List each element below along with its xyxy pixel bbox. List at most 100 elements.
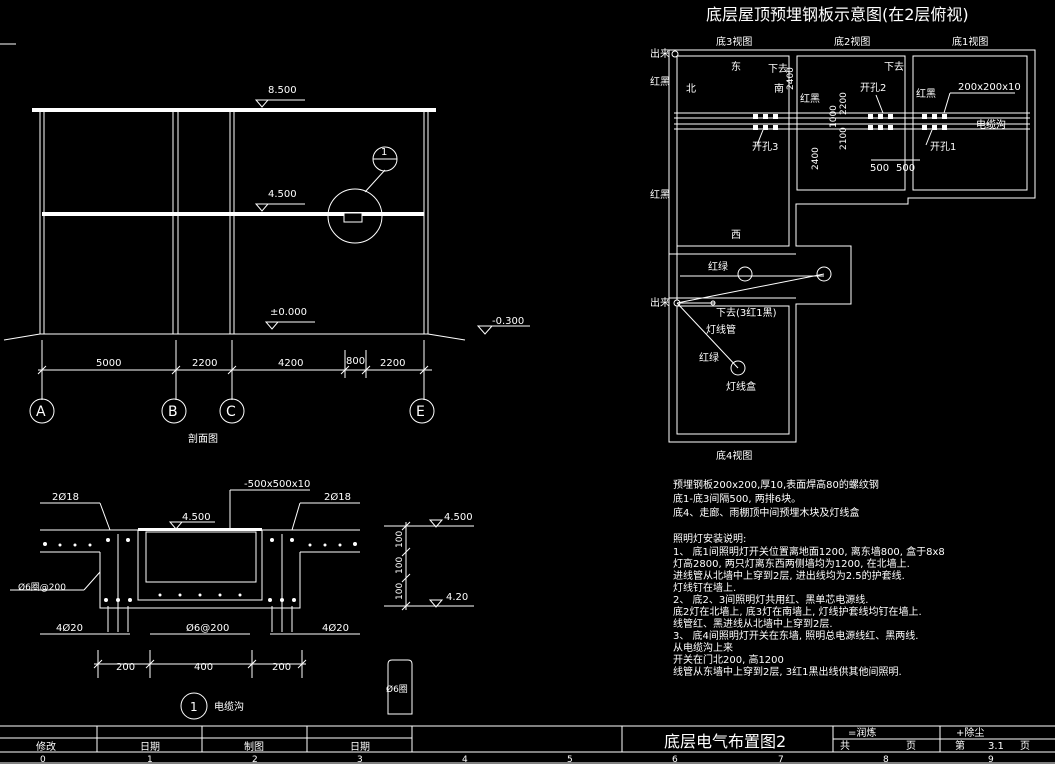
svg-text:底2视图: 底2视图 [834, 35, 870, 48]
svg-text:下去: 下去 [884, 61, 904, 73]
title-block: 修改 日期 制图 日期 底层电气布置图2 =润炼 +除尘 共 页 第 3.1 页… [0, 725, 1055, 764]
svg-text:1: 1 [190, 700, 198, 714]
svg-text:灯线管: 灯线管 [706, 323, 736, 336]
svg-text:下去: 下去 [768, 63, 788, 75]
svg-text:8.500: 8.500 [268, 85, 297, 96]
svg-text:线管红、黑进线从北墙中上穿到2层.: 线管红、黑进线从北墙中上穿到2层. [673, 617, 833, 630]
svg-text:线管从东墙中上穿到2层, 3红1黑出线供其他间照明.: 线管从东墙中上穿到2层, 3红1黑出线供其他间照明. [673, 665, 902, 678]
svg-text:从电缆沟上来: 从电缆沟上来 [673, 641, 733, 654]
svg-text:底4、走廊、雨棚顶中间预埋木块及灯线盒: 底4、走廊、雨棚顶中间预埋木块及灯线盒 [673, 506, 859, 519]
svg-text:红黑: 红黑 [650, 188, 670, 201]
svg-text:200: 200 [116, 662, 135, 673]
svg-text:灯线盒: 灯线盒 [726, 380, 756, 393]
svg-text:开孔2: 开孔2 [860, 82, 886, 94]
svg-text:2400: 2400 [811, 147, 821, 170]
svg-text:8: 8 [883, 755, 889, 764]
svg-text:9: 9 [988, 755, 994, 764]
svg-text:+除尘: +除尘 [956, 726, 984, 739]
svg-text:2Ø18: 2Ø18 [324, 491, 351, 503]
svg-text:4.500: 4.500 [182, 512, 211, 523]
svg-text:3: 3 [357, 755, 363, 764]
svg-text:7: 7 [778, 755, 784, 764]
section-elevation: 8.500 4.500 ±0.000 -0.300 1 [0, 43, 530, 445]
svg-text:4Ø20: 4Ø20 [322, 622, 349, 634]
svg-text:C: C [226, 404, 236, 420]
svg-text:底4视图: 底4视图 [716, 449, 752, 462]
svg-text:修改: 修改 [36, 740, 56, 753]
svg-text:2200: 2200 [839, 92, 849, 115]
svg-text:日期: 日期 [350, 741, 370, 753]
floor-slab [42, 212, 424, 216]
svg-text:南: 南 [774, 82, 784, 95]
svg-text:=润炼: =润炼 [848, 726, 876, 739]
svg-text:800: 800 [346, 356, 365, 367]
lighting-notes: 照明灯安装说明: 1、 底1间照明灯开关位置离地面1200, 离东墙800, 盒… [673, 532, 945, 678]
svg-text:3、 底4间照明灯开关在东墙, 照明总电源线红、黑两线.: 3、 底4间照明灯开关在东墙, 照明总电源线红、黑两线. [673, 629, 918, 642]
svg-text:Ø6圈: Ø6圈 [386, 684, 408, 695]
svg-text:红黑: 红黑 [650, 75, 670, 88]
svg-text:3.1: 3.1 [988, 741, 1004, 752]
section-dimensions: 5000 2200 4200 800 2200 [37, 340, 432, 400]
svg-text:红绿: 红绿 [699, 351, 719, 364]
svg-text:500: 500 [870, 163, 889, 174]
svg-text:500: 500 [896, 163, 915, 174]
svg-text:底1-底3间隔500, 两排6块。: 底1-底3间隔500, 两排6块。 [673, 492, 801, 505]
svg-text:2Ø18: 2Ø18 [52, 491, 79, 503]
detail-callout: 1 [327, 146, 398, 244]
svg-text:B: B [168, 404, 178, 420]
svg-text:±0.000: ±0.000 [270, 307, 307, 318]
level-mark-4500: 4.500 [254, 189, 305, 212]
svg-text:1: 1 [381, 147, 387, 158]
svg-text:页: 页 [906, 740, 916, 752]
svg-text:-500x500x10: -500x500x10 [244, 479, 310, 490]
level-mark-minus0300: -0.300 [476, 316, 530, 335]
svg-text:4: 4 [462, 755, 468, 764]
svg-text:出来: 出来 [650, 47, 670, 60]
axis-bubble-c: C [219, 398, 245, 424]
roof-slab [32, 108, 436, 112]
svg-text:1、 底1间照明灯开关位置离地面1200, 离东墙800,: 1、 底1间照明灯开关位置离地面1200, 离东墙800, 盒于8x8 [673, 545, 945, 558]
svg-text:2100: 2100 [839, 127, 849, 150]
svg-text:A: A [36, 404, 46, 420]
svg-text:共: 共 [840, 740, 850, 752]
svg-text:灯高2800, 两只灯离东西两侧墙均为1200, 在北墙上.: 灯高2800, 两只灯离东西两侧墙均为1200, 在北墙上. [673, 557, 910, 570]
svg-text:制图: 制图 [244, 740, 264, 753]
svg-text:照明灯安装说明:: 照明灯安装说明: [673, 532, 746, 545]
svg-text:E: E [416, 404, 425, 420]
svg-text:北: 北 [686, 83, 696, 95]
svg-text:2200: 2200 [380, 358, 405, 369]
svg-text:预埋钢板200x200,厚10,表面焊高80的螺纹钢: 预埋钢板200x200,厚10,表面焊高80的螺纹钢 [673, 478, 879, 491]
svg-text:5000: 5000 [96, 358, 121, 369]
drawing-title: 底层电气布置图2 [664, 732, 786, 751]
svg-text:开孔1: 开孔1 [930, 141, 956, 153]
svg-text:0: 0 [40, 755, 46, 764]
svg-text:红黑: 红黑 [800, 92, 820, 105]
svg-text:底2灯在北墙上, 底3灯在南墙上, 灯线护套线均钉在墙上.: 底2灯在北墙上, 底3灯在南墙上, 灯线护套线均钉在墙上. [673, 605, 922, 618]
column-index: 0 1 2 3 4 5 6 7 8 9 [40, 755, 994, 764]
svg-text:200: 200 [272, 662, 291, 673]
svg-text:100: 100 [395, 583, 405, 600]
svg-text:日期: 日期 [140, 741, 160, 753]
svg-text:2400: 2400 [786, 67, 796, 90]
svg-text:2、 底2、3间照明灯共用红、黑单芯电源线.: 2、 底2、3间照明灯共用红、黑单芯电源线. [673, 593, 868, 606]
svg-text:Ø6@200: Ø6@200 [186, 622, 229, 634]
svg-text:红绿: 红绿 [708, 260, 728, 273]
axis-bubble-a: A [29, 398, 55, 424]
svg-text:页: 页 [1020, 740, 1030, 752]
svg-text:4.20: 4.20 [446, 592, 468, 603]
svg-text:2200: 2200 [192, 358, 217, 369]
svg-text:东: 东 [731, 60, 741, 73]
svg-text:2: 2 [252, 755, 258, 764]
svg-text:西: 西 [731, 230, 741, 241]
embed-notes: 预埋钢板200x200,厚10,表面焊高80的螺纹钢 底1-底3间隔500, 两… [673, 478, 879, 519]
svg-text:4Ø20: 4Ø20 [56, 622, 83, 634]
svg-text:200x200x10: 200x200x10 [958, 82, 1021, 93]
svg-text:Ø6圈@200: Ø6圈@200 [18, 582, 66, 593]
svg-text:4.500: 4.500 [444, 512, 473, 523]
level-mark-0000: ±0.000 [264, 307, 315, 330]
svg-text:400: 400 [194, 662, 213, 673]
svg-text:100: 100 [395, 531, 405, 548]
svg-text:5: 5 [567, 755, 573, 764]
